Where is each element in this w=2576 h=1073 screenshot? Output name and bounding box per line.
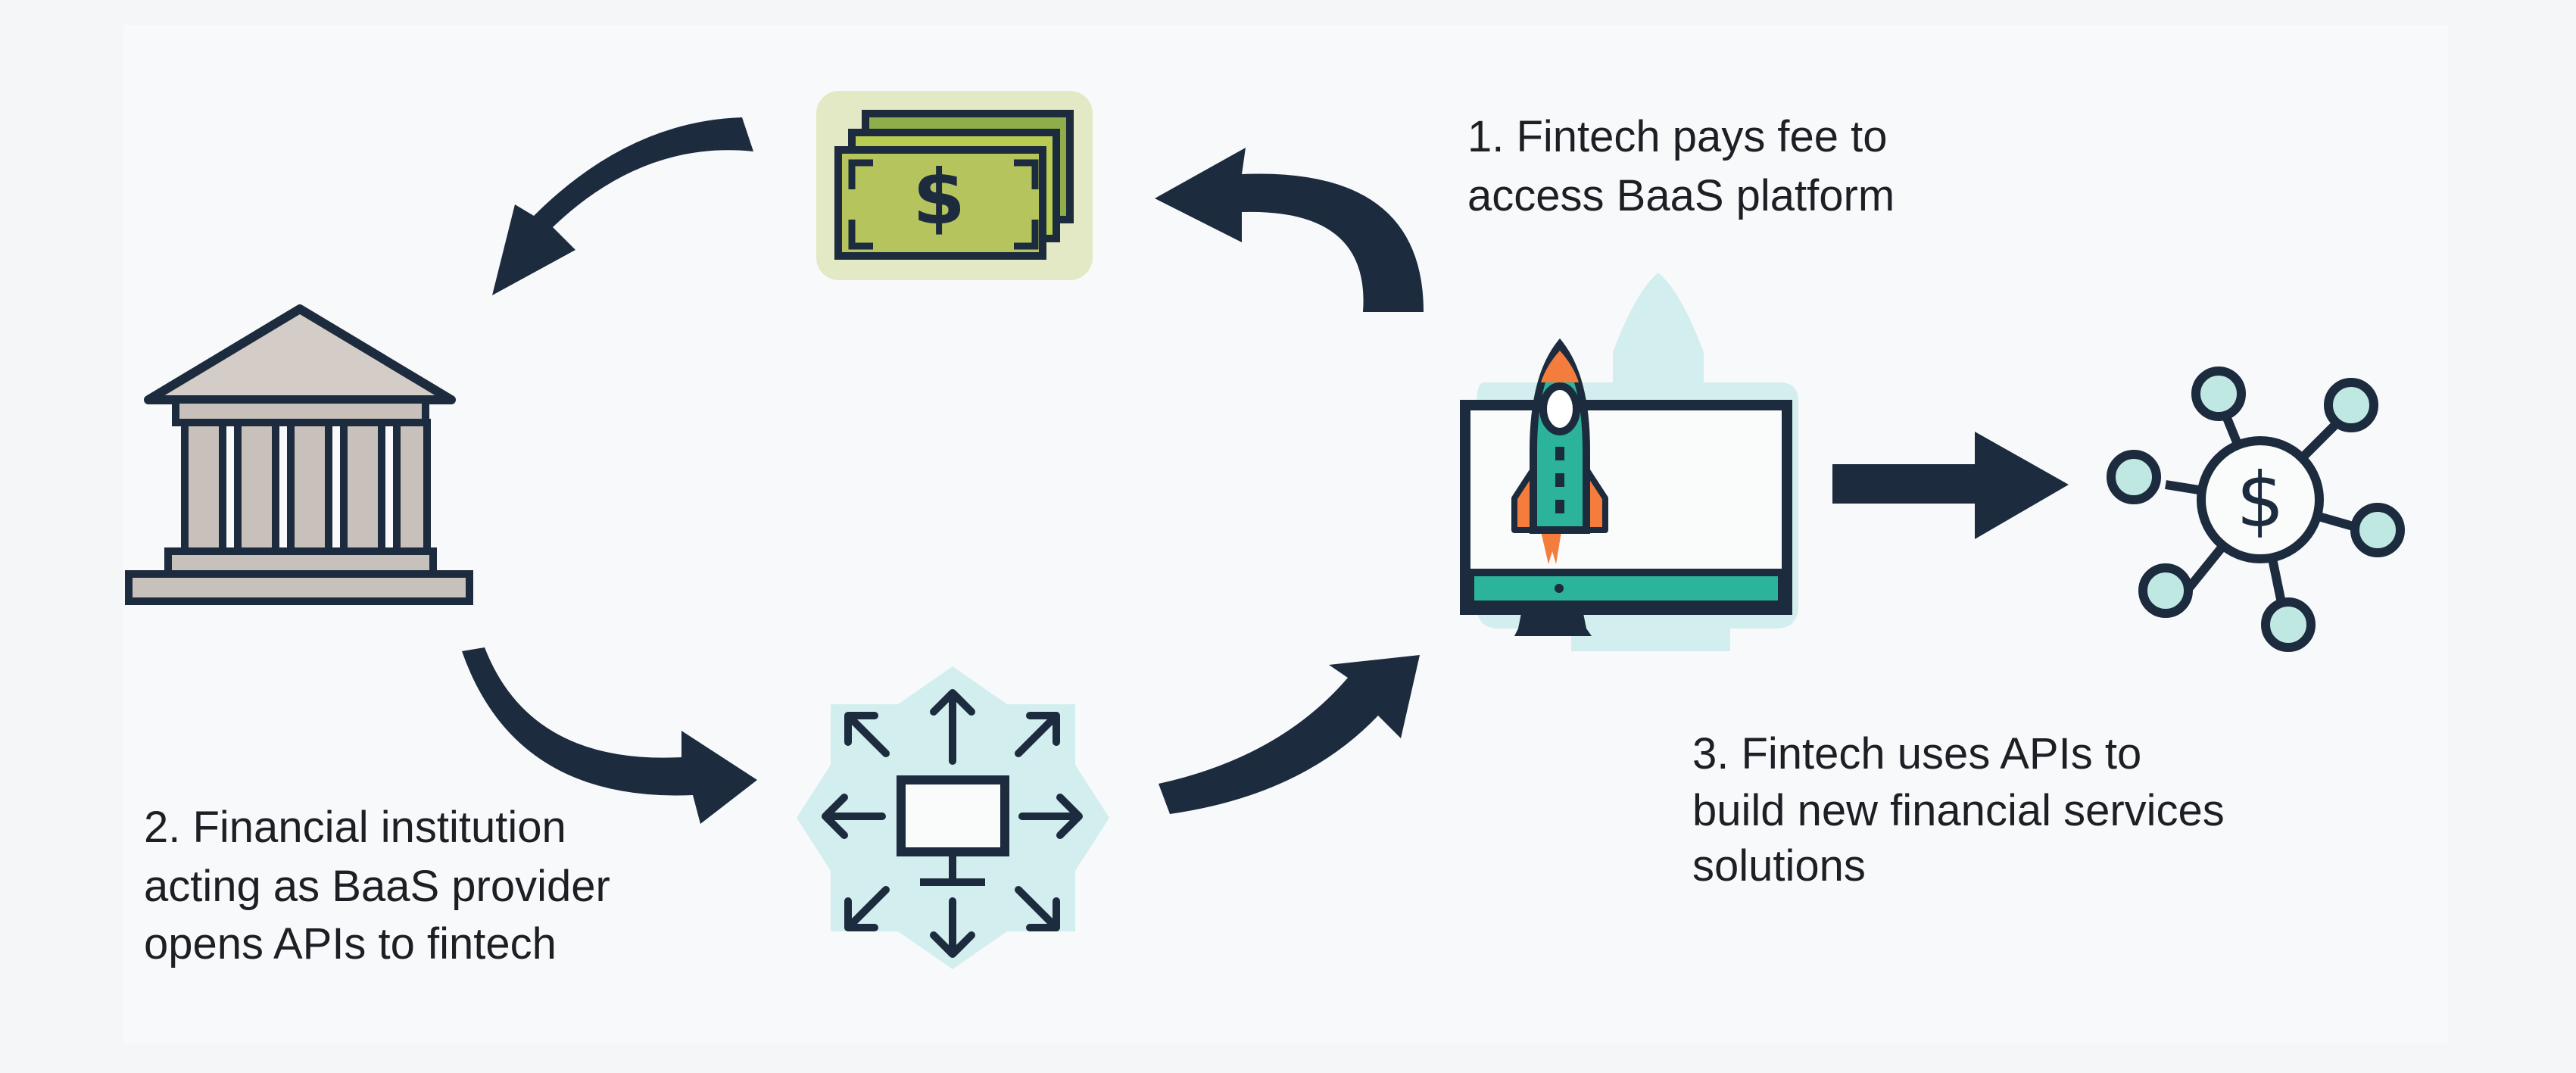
svg-text:$: $ [912, 153, 965, 242]
step-2-line-3: opens APIs to fintech [144, 919, 557, 969]
arrow-fee-to-bank [492, 117, 753, 295]
bank-building-icon [125, 304, 473, 605]
step-1-line-2: access BaaS platform [1467, 171, 1895, 220]
arrow-fintech-to-fee [1155, 148, 1424, 312]
svg-text:$: $ [2236, 456, 2284, 544]
arrow-api-to-fintech [1159, 655, 1420, 814]
step-3-line-3: solutions [1692, 841, 1866, 891]
step-1-line-1: 1. Fintech pays fee to [1467, 112, 1888, 161]
computer-rocket-icon [1460, 273, 1798, 651]
step-2-label: 2. Financial institution acting as BaaS … [144, 803, 622, 969]
step-2-line-2: acting as BaaS provider [144, 862, 610, 911]
arrow-right [1832, 432, 2069, 539]
step-3-line-2: build new financial services [1692, 786, 2225, 835]
step-2-line-1: 2. Financial institution [144, 803, 566, 852]
arrow-bank-to-api [462, 647, 757, 824]
financial-network-icon: $ [2107, 367, 2405, 652]
api-hub-icon [797, 666, 1109, 969]
step-3-label: 3. Fintech uses APIs to build new financ… [1692, 729, 2237, 891]
money-stack-icon: $ [816, 91, 1093, 280]
step-3-line-1: 3. Fintech uses APIs to [1692, 729, 2141, 778]
step-1-label: 1. Fintech pays fee to access BaaS platf… [1467, 112, 1900, 220]
